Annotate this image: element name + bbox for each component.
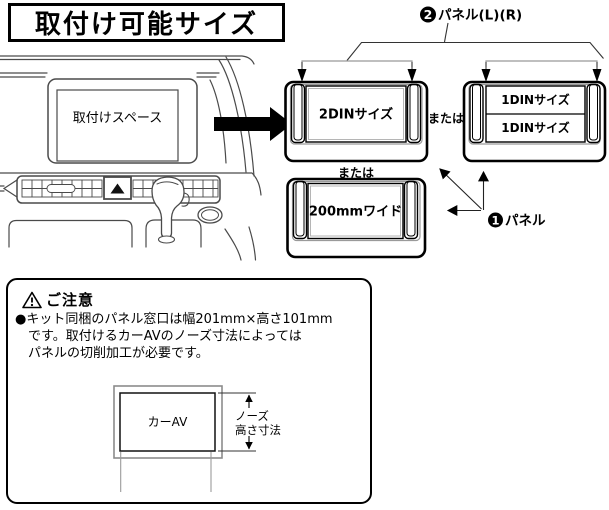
caution-box: ご注意 ●キット同梱のパネル窓口は幅201mm×高さ101mm です。取付けるカ…: [6, 278, 372, 504]
ignition-knob: [197, 206, 223, 224]
panel-callout-1: 1 パネル: [439, 168, 546, 229]
right-arrow-icon: [214, 107, 292, 141]
hazard-triangle-icon: [110, 183, 125, 194]
circled-1-icon: [488, 212, 503, 228]
svg-text:2: 2: [424, 7, 433, 22]
install-size-diagram: 取付けスペース 2 パネル(L)(R): [0, 6, 607, 261]
svg-text:1: 1: [491, 214, 499, 228]
caution-heading: ご注意: [46, 291, 95, 309]
panel-1din: [462, 80, 607, 163]
panel-2din-label: 2DINサイズ: [319, 107, 393, 123]
panel-1din-top-label: 1DINサイズ: [501, 92, 569, 107]
or-label-between-panels: または: [428, 112, 464, 126]
circled-2-icon: [420, 6, 436, 23]
panel-callout-2: 2 パネル(L)(R): [297, 6, 604, 82]
install-space-label: 取付けスペース: [73, 111, 162, 126]
panel-200mm-label: 200mmワイド: [309, 205, 402, 220]
page-title: 取付け可能サイズ: [8, 3, 285, 42]
panel-2din: [284, 80, 429, 163]
or-label-below-2din: または: [338, 166, 374, 180]
panel-label: パネル: [505, 213, 546, 229]
caution-heading-row: ご注意: [22, 289, 94, 310]
caution-text-line: ●キット同梱のパネル窓口は幅201mm×高さ101mm: [15, 312, 333, 327]
car-av-outline: [119, 392, 216, 452]
panel-opening-outline: [113, 385, 223, 459]
panel-200mm: [286, 177, 427, 259]
caution-text-line: パネルの切削加工が必要です。: [28, 346, 209, 361]
nose-dimension-label-line2: 高さ寸法: [235, 423, 281, 437]
dashboard-illustration: [0, 55, 262, 261]
left-vent-grille: [21, 179, 103, 198]
car-av-label: カーAV: [148, 415, 188, 429]
warning-icon: [22, 291, 42, 308]
install-space-outline: [56, 89, 179, 162]
panel-1din-bottom-label: 1DINサイズ: [501, 120, 569, 135]
lower-tray: [8, 219, 133, 248]
nose-dimension-label-line1: ノーズ: [235, 409, 269, 423]
gear-shifter: [151, 176, 190, 244]
caution-text-line: です。取付けるカーAVのノーズ寸法によっては: [28, 329, 302, 344]
hazard-button: [103, 176, 132, 200]
car-av-nose-diagram: カーAV ノーズ 高さ寸法: [113, 385, 281, 492]
panel-lr-label: パネル(L)(R): [438, 8, 522, 24]
